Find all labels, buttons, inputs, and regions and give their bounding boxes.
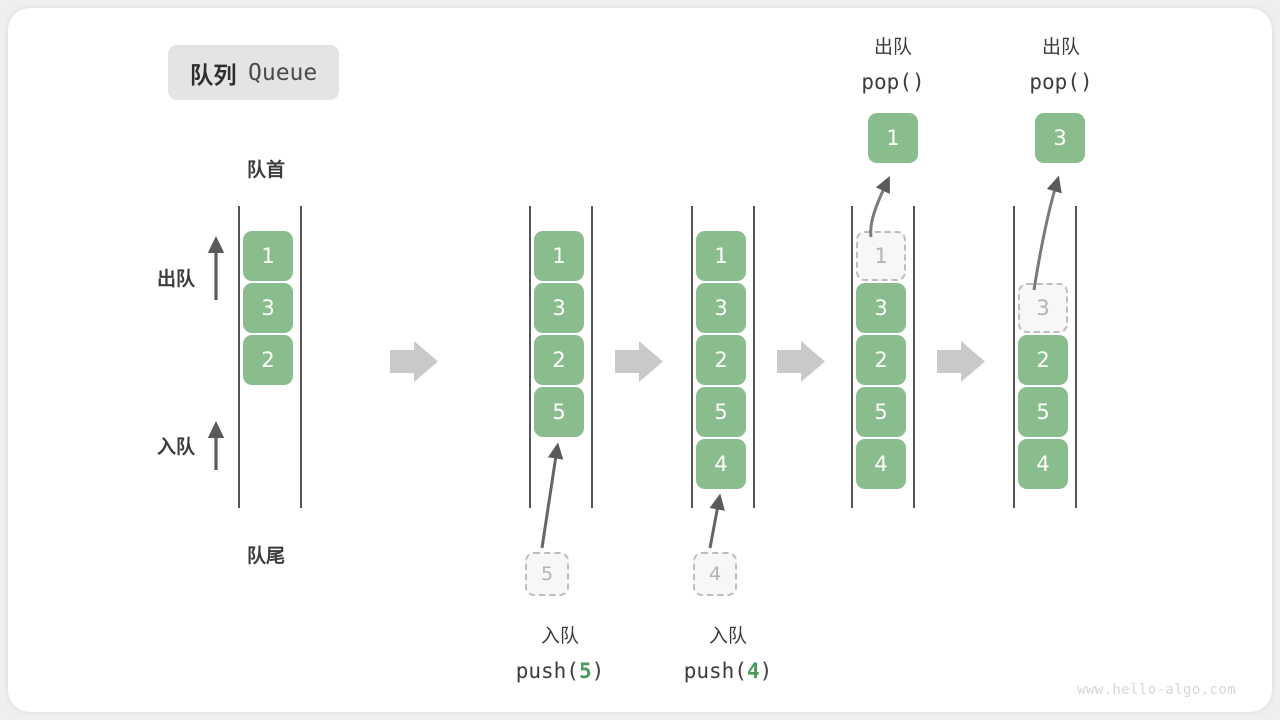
queue-cell: 3 (534, 283, 584, 333)
diagram-title-cn: 队列 (190, 62, 237, 89)
queue-incoming-ghost-cell: 5 (525, 552, 569, 596)
pop-1-caption-code: pop() (861, 69, 925, 94)
queue-cell: 5 (1018, 387, 1068, 437)
queue-cell: 5 (856, 387, 906, 437)
queue-head-label: 队首 (246, 159, 285, 181)
queue-cell: 2 (243, 335, 293, 385)
push-5-caption-code: push(5) (515, 658, 605, 683)
queue-cell: 4 (696, 439, 746, 489)
diagram-title-chip: 队列 Queue (168, 45, 340, 100)
queue-cell: 2 (696, 335, 746, 385)
queue-cell: 4 (1018, 439, 1068, 489)
queue-removed-ghost-cell: 3 (1018, 283, 1068, 333)
queue-incoming-ghost-cell: 4 (693, 552, 737, 596)
pop-3-caption-code: pop() (1029, 69, 1093, 94)
queue-cell: 1 (243, 231, 293, 281)
queue-cell: 2 (856, 335, 906, 385)
queue-cell: 5 (534, 387, 584, 437)
pop-3-caption: 出队 pop() (971, 31, 1151, 100)
watermark: www.hello-algo.com (1077, 682, 1236, 698)
queue-cell: 2 (1018, 335, 1068, 385)
queue-rail-left (529, 206, 531, 508)
queue-rail-left (851, 206, 853, 508)
queue-cell: 4 (856, 439, 906, 489)
queue-rail-left (1013, 206, 1015, 508)
queue-tail-label: 队尾 (246, 545, 285, 567)
queue-popped-cell: 1 (868, 113, 918, 163)
queue-rail-right (1075, 206, 1077, 508)
queue-rail-right (753, 206, 755, 508)
dequeue-direction-label: 出队 (156, 268, 195, 290)
queue-cell: 3 (243, 283, 293, 333)
queue-rail-left (238, 206, 240, 508)
queue-cell: 3 (696, 283, 746, 333)
queue-rail-left (691, 206, 693, 508)
diagram-title-en: Queue (248, 59, 318, 86)
push-4-caption: 入队 push(4) (638, 620, 818, 689)
pop-1-caption-cn: 出队 (873, 36, 912, 58)
push-5-caption: 入队 push(5) (470, 620, 650, 689)
queue-rail-right (300, 206, 302, 508)
queue-cell: 1 (534, 231, 584, 281)
queue-cell: 3 (856, 283, 906, 333)
push-4-caption-code: push(4) (683, 658, 773, 683)
pop-3-caption-cn: 出队 (1041, 36, 1080, 58)
queue-cell: 5 (696, 387, 746, 437)
pop-1-caption: 出队 pop() (803, 31, 983, 100)
enqueue-direction-label: 入队 (156, 436, 195, 458)
push-4-caption-cn: 入队 (708, 625, 747, 647)
queue-removed-ghost-cell: 1 (856, 231, 906, 281)
push-5-caption-cn: 入队 (540, 625, 579, 647)
diagram-card (8, 8, 1272, 712)
queue-cell: 2 (534, 335, 584, 385)
queue-popped-cell: 3 (1035, 113, 1085, 163)
queue-rail-right (591, 206, 593, 508)
queue-rail-right (913, 206, 915, 508)
queue-cell: 1 (696, 231, 746, 281)
